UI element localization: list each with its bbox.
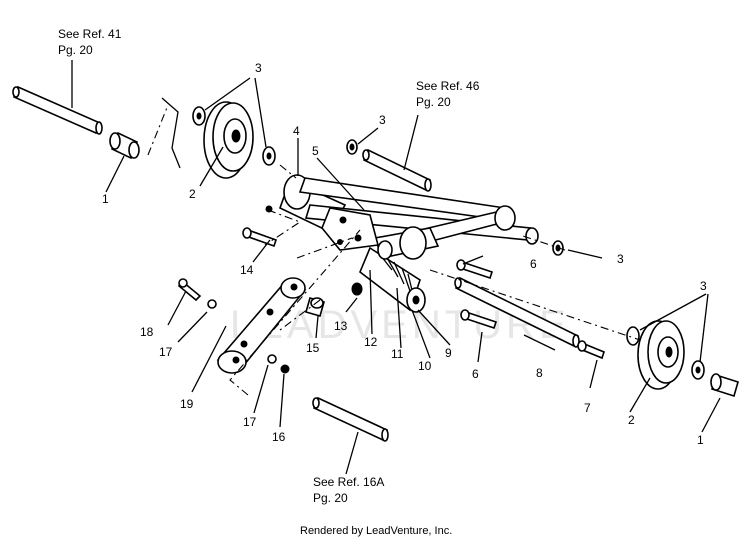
- bolt-part-6-upper: [456, 259, 494, 280]
- callout-16: 16: [272, 430, 286, 444]
- idler-wheel-part-2-left: [203, 101, 254, 179]
- callout-6-upper: 6: [530, 257, 537, 271]
- callout-9: 9: [445, 346, 452, 360]
- washer-part-17-upper: [207, 299, 217, 309]
- bushing-part-1-left: [109, 131, 140, 160]
- upper-right-shaft: [362, 148, 432, 192]
- lower-shaft-part-8: [454, 276, 580, 348]
- footer-credit: Rendered by LeadVenture, Inc.: [300, 525, 452, 537]
- callout-3-lower-right: 3: [700, 279, 707, 293]
- bushing-part-1-right: [710, 373, 739, 398]
- callout-12: 12: [364, 335, 378, 349]
- callout-8: 8: [536, 366, 543, 380]
- callout-11: 11: [391, 347, 404, 361]
- shock-spring-assembly: [359, 240, 426, 313]
- callout-15: 15: [306, 341, 320, 355]
- bolt-part-14: [242, 227, 278, 248]
- callout-17-bottom: 17: [243, 415, 257, 429]
- lower-left-shaft: [312, 396, 389, 442]
- callout-3-top-mid: 3: [379, 113, 386, 127]
- idler-wheel-part-2-right: [637, 320, 685, 390]
- callout-7: 7: [584, 401, 591, 415]
- nut-part-16: [280, 364, 290, 374]
- ref-41-line1: See Ref. 41: [58, 27, 122, 41]
- callout-10: 10: [418, 359, 432, 373]
- callout-6-lower: 6: [472, 367, 479, 381]
- callout-2-left: 2: [189, 187, 196, 201]
- callout-14: 14: [240, 263, 254, 277]
- bushing-part-15: [305, 297, 325, 317]
- callout-1-left: 1: [102, 192, 109, 206]
- link-arm-part-19: [216, 277, 307, 374]
- break-line: [161, 97, 181, 169]
- callout-5: 5: [312, 144, 319, 158]
- callout-18: 18: [140, 325, 154, 339]
- washer-part-17-lower: [267, 354, 277, 364]
- callout-17-left: 17: [159, 345, 173, 359]
- callout-1-right: 1: [697, 433, 704, 447]
- washer-part-3-lower-left: [626, 326, 640, 346]
- leader-lines: [71, 60, 721, 475]
- callout-13: 13: [334, 319, 348, 333]
- upper-left-shaft: [12, 85, 103, 135]
- ref-41-line2: Pg. 20: [58, 43, 93, 57]
- bolt-part-7: [577, 340, 605, 360]
- bolt-part-18: [177, 278, 202, 302]
- swing-arm-frame-part-4: [279, 174, 539, 260]
- callout-2-right: 2: [628, 413, 635, 427]
- ref-16a-line2: Pg. 20: [313, 491, 348, 505]
- callout-3-mid-right: 3: [617, 252, 624, 266]
- bolt-part-6-lower: [460, 309, 498, 330]
- callout-3-top-left: 3: [255, 61, 262, 75]
- callout-19: 19: [180, 397, 194, 411]
- ref-46-line2: Pg. 20: [416, 95, 451, 109]
- ref-16a-line1: See Ref. 16A: [313, 475, 384, 489]
- ref-46-line1: See Ref. 46: [416, 79, 480, 93]
- nut-part-13: [351, 282, 363, 296]
- callout-4: 4: [293, 124, 300, 138]
